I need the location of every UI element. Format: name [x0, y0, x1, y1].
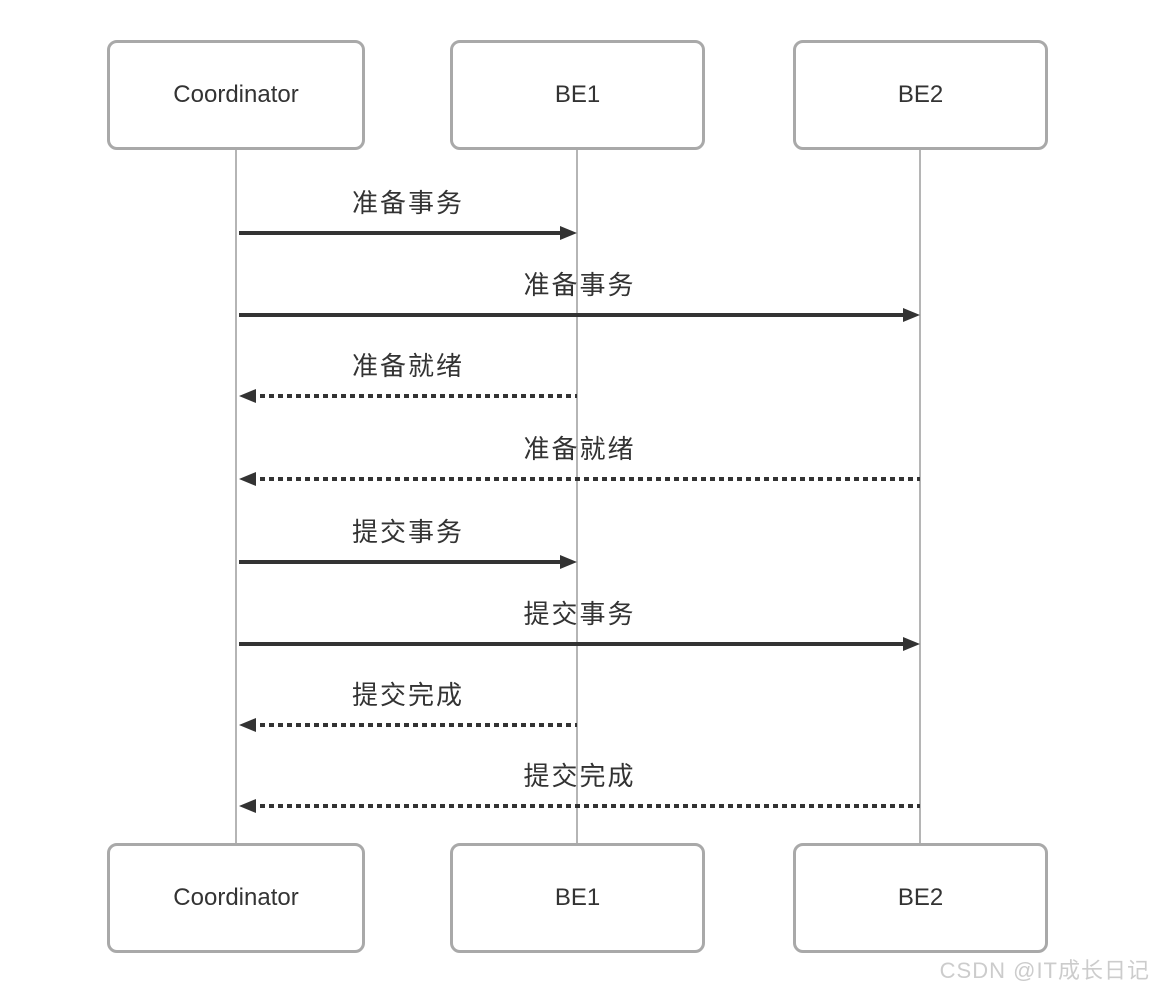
message-label: 准备就绪	[523, 434, 636, 464]
message-label: 准备就绪	[351, 351, 464, 381]
lifeline-be1	[576, 150, 578, 843]
arrow-shaft	[251, 804, 920, 808]
actor-label-be1: BE1	[554, 884, 601, 911]
arrow-solid-right-icon	[239, 226, 577, 240]
actor-box-be2-top: BE2	[793, 40, 1048, 150]
arrowhead-left-icon	[239, 718, 256, 732]
arrowhead-right-icon	[560, 555, 577, 569]
arrow-solid-right-icon	[239, 637, 920, 651]
message-label: 提交完成	[351, 680, 464, 710]
arrow-dotted-left-icon	[239, 718, 577, 732]
arrowhead-right-icon	[903, 637, 920, 651]
actor-label-coordinator: Coordinator	[173, 884, 299, 911]
message-commit-done-be2: 提交完成	[239, 759, 920, 813]
arrow-shaft	[239, 642, 910, 646]
actor-label-be1: BE1	[554, 81, 601, 108]
arrowhead-left-icon	[239, 472, 256, 486]
arrow-dotted-left-icon	[239, 389, 577, 403]
actor-box-be1-bottom: BE1	[450, 843, 705, 953]
arrowhead-right-icon	[903, 308, 920, 322]
actor-box-coordinator-bottom: Coordinator	[107, 843, 365, 953]
actor-box-be1-top: BE1	[450, 40, 705, 150]
arrowhead-right-icon	[560, 226, 577, 240]
arrow-solid-right-icon	[239, 555, 577, 569]
message-prepare-transaction-be1: 准备事务	[239, 186, 577, 240]
arrow-shaft	[239, 313, 910, 317]
arrow-shaft	[251, 723, 577, 727]
arrowhead-left-icon	[239, 389, 256, 403]
actor-label-be2: BE2	[897, 884, 944, 911]
message-label: 准备事务	[523, 270, 636, 300]
message-prepared-be2: 准备就绪	[239, 432, 920, 486]
message-label: 准备事务	[351, 188, 464, 218]
actor-label-coordinator: Coordinator	[173, 81, 299, 108]
arrow-solid-right-icon	[239, 308, 920, 322]
actor-box-be2-bottom: BE2	[793, 843, 1048, 953]
arrow-shaft	[251, 477, 920, 481]
arrow-shaft	[239, 560, 567, 564]
message-commit-done-be1: 提交完成	[239, 678, 577, 732]
message-label: 提交完成	[523, 761, 636, 791]
arrowhead-left-icon	[239, 799, 256, 813]
message-commit-transaction-be2: 提交事务	[239, 597, 920, 651]
arrow-dotted-left-icon	[239, 472, 920, 486]
arrow-shaft	[251, 394, 577, 398]
message-commit-transaction-be1: 提交事务	[239, 515, 577, 569]
message-label: 提交事务	[523, 599, 636, 629]
message-prepare-transaction-be2: 准备事务	[239, 268, 920, 322]
lifeline-coordinator	[235, 150, 237, 843]
arrow-shaft	[239, 231, 567, 235]
message-prepared-be1: 准备就绪	[239, 349, 577, 403]
message-label: 提交事务	[351, 517, 464, 547]
lifeline-be2	[919, 150, 921, 843]
actor-box-coordinator-top: Coordinator	[107, 40, 365, 150]
watermark: CSDN @IT成长日记	[939, 958, 1150, 983]
arrow-dotted-left-icon	[239, 799, 920, 813]
actor-label-be2: BE2	[897, 81, 944, 108]
